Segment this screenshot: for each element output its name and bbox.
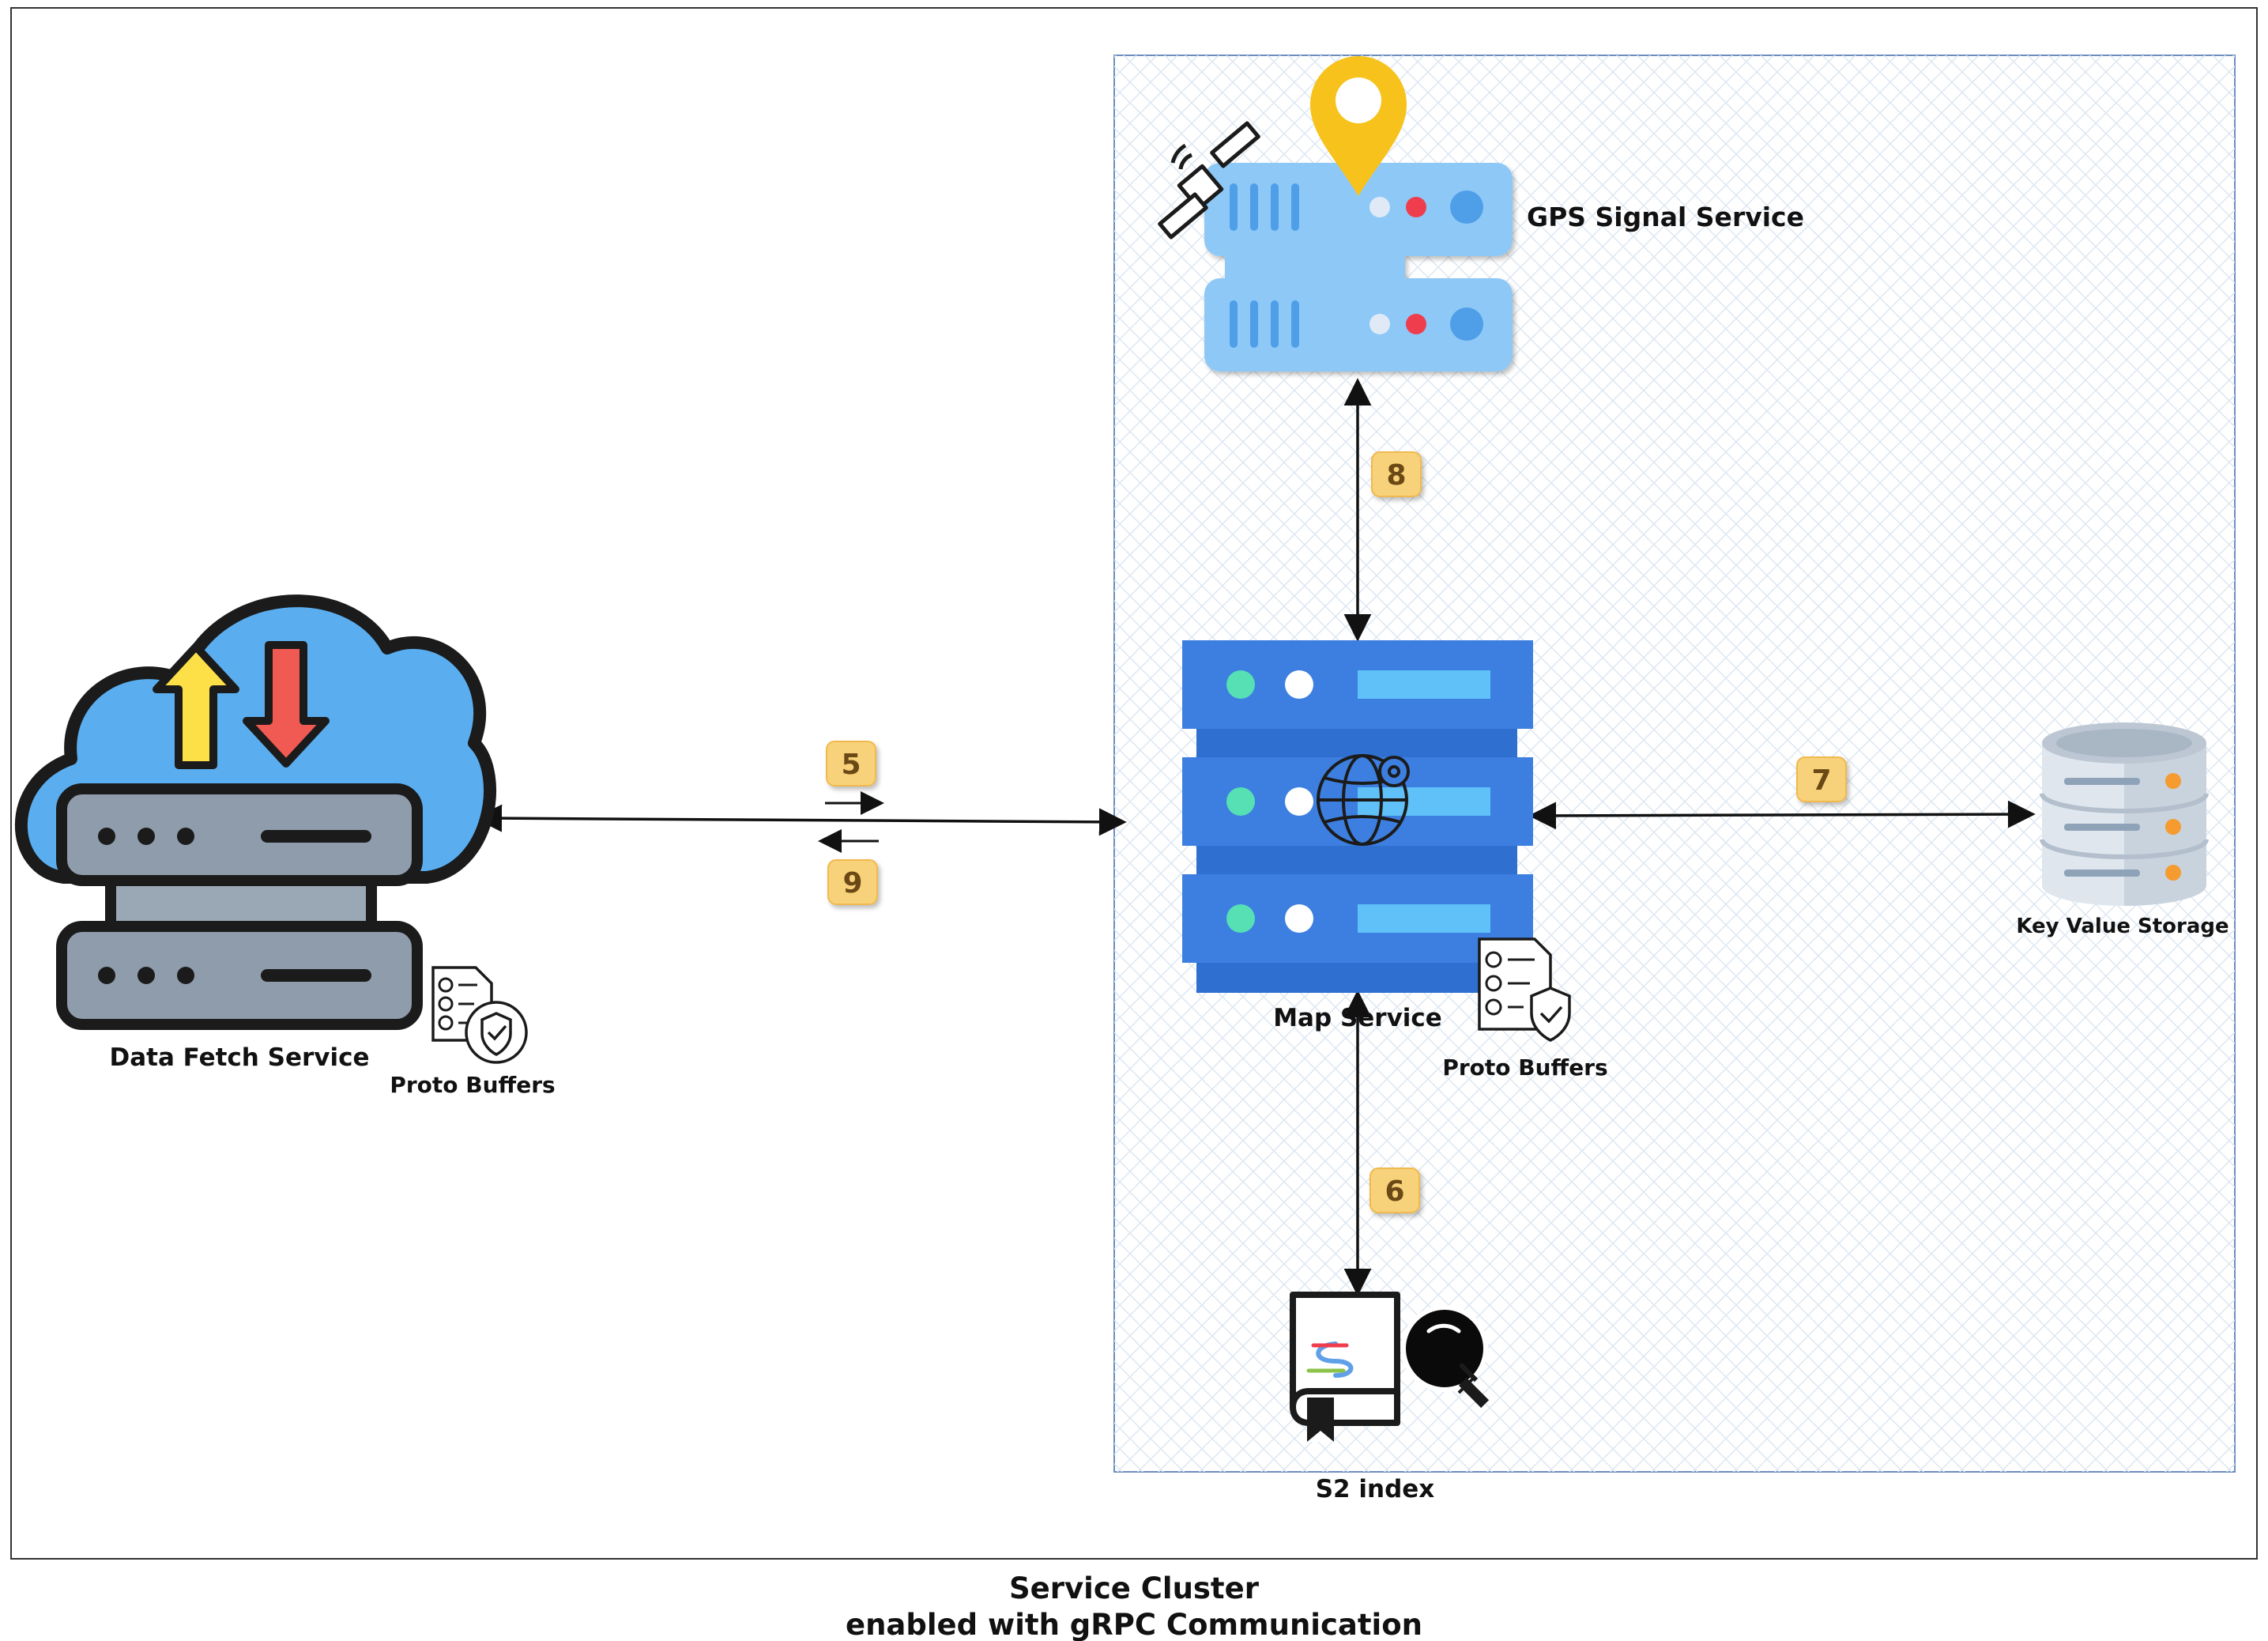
caption-line-2: enabled with gRPC Communication: [846, 1608, 1422, 1641]
step-badge-7: 7: [1796, 756, 1847, 802]
step-label-5: 5: [841, 749, 861, 781]
proto-buffers-icon: [1478, 937, 1571, 1042]
map-service-label: Map Service: [1273, 1004, 1442, 1032]
database-icon: [2040, 722, 2209, 906]
step-badge-8: 8: [1371, 451, 1422, 497]
step-badge-6: 6: [1369, 1168, 1420, 1213]
cloud-server-icon: [14, 594, 496, 1030]
book-search-icon: [1290, 1292, 1490, 1442]
proto-buffers-label-right: Proto Buffers: [1442, 1054, 1607, 1081]
step-badge-5: 5: [826, 741, 876, 787]
proto-buffers-icon: [431, 966, 528, 1064]
globe-icon: [1317, 754, 1410, 846]
connector-data-fetch-map: [474, 804, 1127, 836]
location-pin-icon: [1310, 56, 1407, 196]
key-value-storage-label: Key Value Storage: [2016, 915, 2228, 938]
s2-index-label: S2 index: [1316, 1475, 1435, 1503]
step-label-7: 7: [1811, 764, 1831, 797]
gps-server-icon: [1204, 163, 1513, 372]
satellite-icon: [1158, 121, 1260, 240]
connector-map-kv: [1528, 800, 2036, 830]
caption-line-1: Service Cluster: [1009, 1571, 1260, 1605]
data-fetch-service-label: Data Fetch Service: [109, 1043, 369, 1072]
proto-buffers-label-left: Proto Buffers: [390, 1072, 555, 1098]
gps-signal-service-label: GPS Signal Service: [1527, 202, 1804, 232]
step-badge-9: 9: [827, 859, 878, 905]
step-label-8: 8: [1386, 459, 1406, 492]
step-label-9: 9: [842, 867, 862, 900]
step-label-6: 6: [1385, 1175, 1404, 1208]
